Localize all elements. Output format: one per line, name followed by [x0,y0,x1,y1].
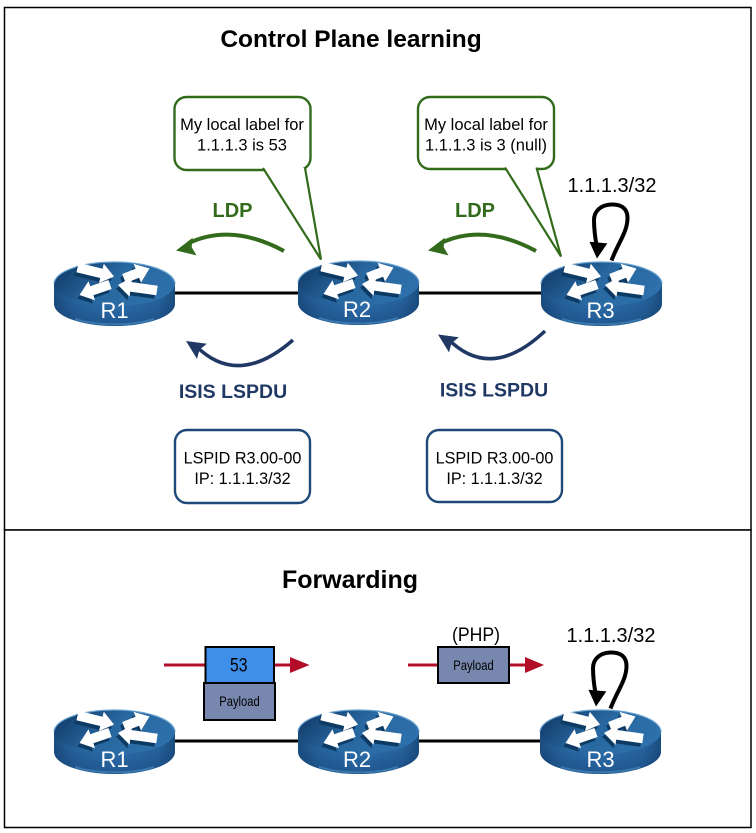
svg-text:LSPID R3.00-00: LSPID R3.00-00 [184,450,302,468]
svg-text:LSPID R3.00-00: LSPID R3.00-00 [436,450,554,468]
svg-text:Control Plane learning: Control Plane learning [220,26,481,53]
svg-text:LDP: LDP [455,200,495,222]
svg-text:IP: 1.1.1.3/32: IP: 1.1.1.3/32 [446,470,542,488]
svg-text:1.1.1.3 is 53: 1.1.1.3 is 53 [197,137,287,155]
svg-text:LDP: LDP [213,200,253,222]
svg-text:R1: R1 [100,298,128,323]
svg-text:My local label for: My local label for [424,116,548,134]
svg-text:1.1.1.3/32: 1.1.1.3/32 [567,625,656,647]
svg-text:1.1.1.3 is 3 (null): 1.1.1.3 is 3 (null) [425,137,547,155]
svg-text:R2: R2 [343,747,371,772]
svg-text:53: 53 [230,656,248,677]
svg-text:My local label for: My local label for [180,116,304,134]
svg-text:Forwarding: Forwarding [282,566,418,594]
svg-text:ISIS LSPDU: ISIS LSPDU [440,380,548,402]
svg-text:R3: R3 [586,747,614,772]
svg-text:ISIS LSPDU: ISIS LSPDU [179,381,287,403]
svg-text:R3: R3 [586,298,614,323]
svg-text:R1: R1 [100,747,128,772]
svg-text:Payload: Payload [219,693,260,709]
svg-text:IP: 1.1.1.3/32: IP: 1.1.1.3/32 [194,470,290,488]
svg-text:R2: R2 [343,297,371,322]
svg-text:Payload: Payload [453,657,494,673]
svg-text:1.1.1.3/32: 1.1.1.3/32 [568,175,657,197]
svg-text:(PHP): (PHP) [452,624,500,646]
